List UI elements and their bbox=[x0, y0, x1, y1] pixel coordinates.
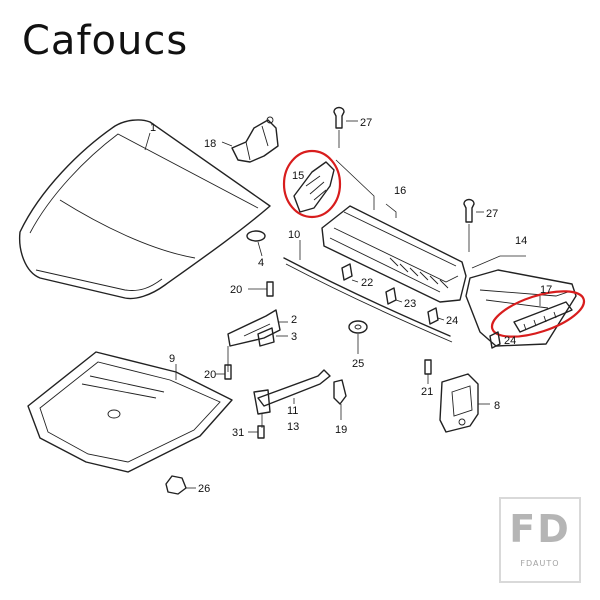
logo-caption: FDAUTO bbox=[520, 559, 560, 568]
highlight-circle-right bbox=[490, 290, 586, 338]
logo-mark: FD bbox=[509, 507, 571, 551]
hood-latch-bracket bbox=[221, 116, 279, 163]
cowl-cover-right bbox=[465, 255, 577, 347]
bolt-21 bbox=[424, 359, 432, 384]
part-label-27-upper: 27 bbox=[360, 117, 372, 129]
bolt-lower bbox=[216, 364, 232, 380]
clip-31 bbox=[248, 425, 265, 439]
hood-lock bbox=[439, 373, 490, 433]
hood-bumper-seal bbox=[246, 230, 266, 257]
part-label-17: 17 bbox=[540, 284, 552, 296]
cowl-top-cover bbox=[321, 205, 467, 303]
part-label-8: 8 bbox=[494, 400, 500, 412]
clip-26 bbox=[165, 475, 196, 495]
part-label-24-left: 24 bbox=[446, 315, 458, 327]
weather-strip bbox=[283, 240, 453, 343]
part-label-25: 25 bbox=[352, 358, 364, 370]
part-label-14: 14 bbox=[515, 235, 527, 247]
bracket-lines bbox=[335, 159, 397, 218]
part-label-9: 9 bbox=[169, 353, 175, 365]
under-splash-shield bbox=[27, 351, 233, 473]
hood-panel bbox=[18, 119, 271, 300]
part-label-2: 2 bbox=[291, 314, 297, 326]
part-label-26: 26 bbox=[198, 483, 210, 495]
clip-24-right bbox=[489, 331, 501, 349]
hood-support-rod bbox=[253, 369, 331, 428]
cowl-side-strip bbox=[513, 296, 573, 333]
part-label-16: 16 bbox=[394, 185, 406, 197]
clip-upper bbox=[333, 106, 358, 148]
part-label-27-right: 27 bbox=[486, 208, 498, 220]
part-label-4: 4 bbox=[258, 257, 264, 269]
clip-23 bbox=[385, 287, 403, 305]
clip-22 bbox=[341, 263, 359, 283]
part-label-22: 22 bbox=[361, 277, 373, 289]
fdauto-logo: FD FDAUTO bbox=[499, 497, 581, 583]
cowl-bracket bbox=[293, 161, 335, 213]
brand-title: Cafoucs bbox=[22, 18, 189, 64]
part-label-19: 19 bbox=[335, 424, 347, 436]
part-label-23: 23 bbox=[404, 298, 416, 310]
part-label-10: 10 bbox=[288, 229, 300, 241]
bolt-upper bbox=[248, 281, 274, 297]
part-label-1: 1 bbox=[150, 122, 156, 134]
grommet bbox=[348, 320, 368, 354]
part-label-24-right: 24 bbox=[504, 335, 516, 347]
part-label-11: 11 bbox=[287, 405, 298, 417]
stay-holder bbox=[333, 379, 347, 420]
part-label-15: 15 bbox=[292, 170, 304, 182]
part-label-20-lower: 20 bbox=[204, 369, 216, 381]
part-label-18: 18 bbox=[204, 138, 216, 150]
leader-line bbox=[144, 132, 151, 151]
highlight-circle-left bbox=[282, 149, 342, 219]
hood-hinge bbox=[227, 309, 288, 347]
part-label-3: 3 bbox=[291, 331, 297, 343]
part-label-20-upper: 20 bbox=[230, 284, 242, 296]
part-label-13: 13 bbox=[287, 421, 299, 433]
clip-right bbox=[463, 198, 484, 252]
part-label-21: 21 bbox=[421, 386, 433, 398]
part-label-31: 31 bbox=[232, 427, 244, 439]
clip-24-left bbox=[427, 307, 445, 325]
